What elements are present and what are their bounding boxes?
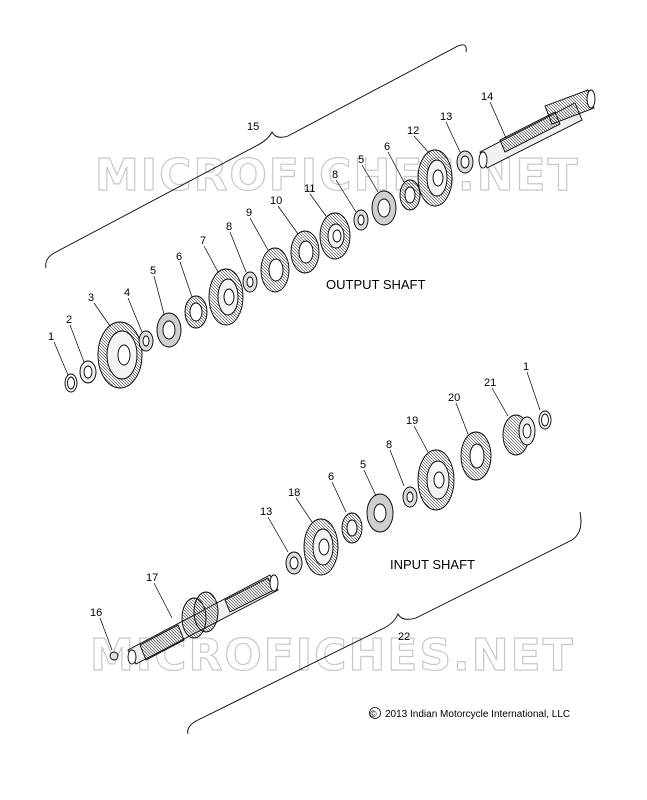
callout-6: 6 [328,471,334,483]
plug-part [109,651,119,661]
callout-2: 2 [66,314,72,326]
callout-8: 8 [226,221,232,233]
callout-16: 16 [90,607,102,619]
callout-6: 6 [176,251,182,263]
callout-5: 5 [358,154,364,166]
callout-14: 14 [481,91,493,103]
callout-6: 6 [384,141,390,153]
callout-19: 19 [406,415,418,427]
callout-18: 18 [288,487,300,499]
callout-10: 10 [270,195,282,207]
callout-7: 7 [200,235,206,247]
callout-13: 13 [260,506,272,518]
copyright-text: 2013 Indian Motorcycle International, LL… [385,709,570,720]
copyright-notice: © 2013 Indian Motorcycle International, … [369,707,570,720]
callout-17: 17 [146,572,158,584]
callout-21: 21 [484,377,496,389]
input-shaft-brace [187,511,582,735]
callout-3: 3 [88,292,94,304]
input-shaft-part [127,574,279,665]
callout-12: 12 [407,125,419,137]
copyright-symbol: © [370,709,377,719]
callout-5: 5 [150,265,156,277]
callout-11: 11 [304,183,315,195]
callout-1: 1 [523,361,529,373]
callout-1: 1 [48,331,54,343]
callout-4: 4 [124,287,130,299]
callout-8: 8 [386,439,392,451]
input-shaft-assembly: 16 17 13 18 6 5 8 19 20 21 1 22 INPUT SH… [90,361,582,735]
callout-5: 5 [360,459,366,471]
output-shaft-brace [45,44,467,269]
output-shaft-assembly: 1 2 3 4 5 6 7 8 9 10 11 8 5 6 12 13 14 1… [45,44,596,393]
callout-15: 15 [247,121,259,133]
callout-9: 9 [246,207,252,219]
callout-8: 8 [332,169,338,181]
callout-22: 22 [398,631,410,643]
output-shaft-part [478,89,596,169]
callout-20: 20 [448,392,460,404]
callout-13: 13 [440,111,452,123]
input-shaft-label: INPUT SHAFT [390,557,475,572]
output-shaft-label: OUTPUT SHAFT [326,277,425,292]
